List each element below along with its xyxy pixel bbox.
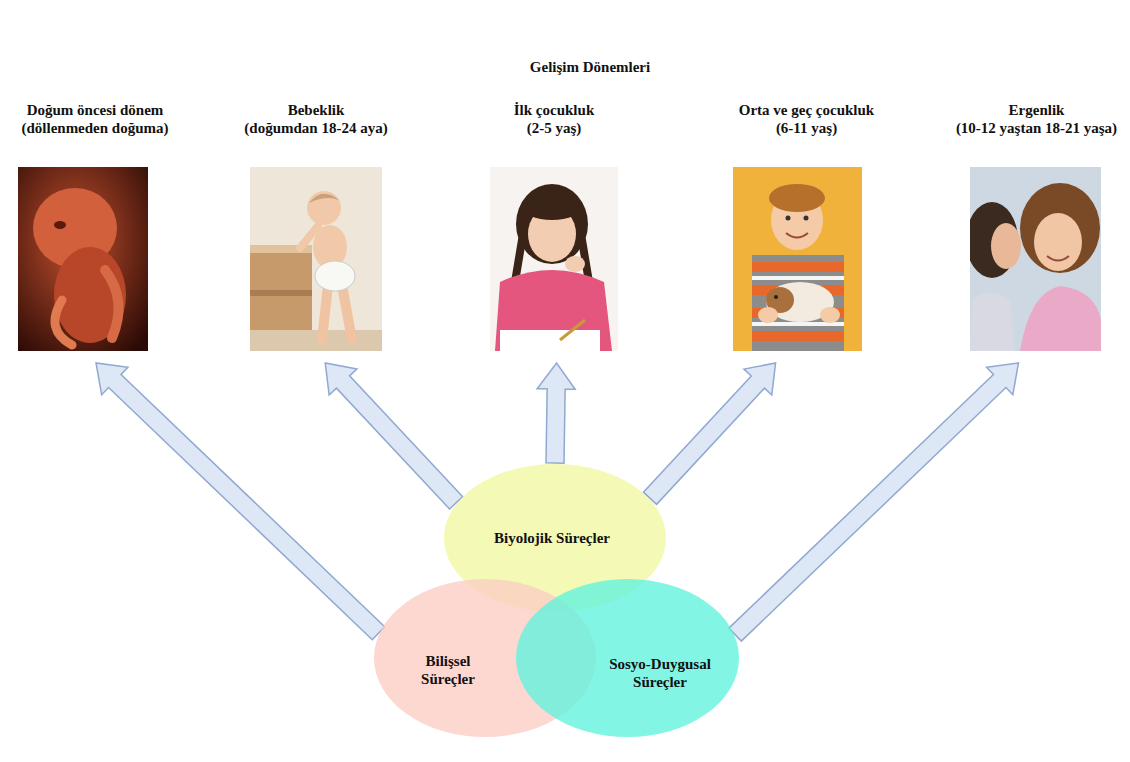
photo-part (565, 256, 585, 272)
period-photo-box: Bebeklik(doğumdan 18-24 aya) (250, 167, 382, 351)
photo-part (18, 167, 148, 351)
photo-part (804, 216, 809, 221)
photo-part (752, 276, 844, 280)
diagram-title: Gelişim Dönemleri (530, 58, 650, 76)
photo-part (991, 223, 1021, 269)
photo-part (1047, 256, 1069, 261)
age-range: (doğumdan 18-24 aya) (244, 119, 387, 137)
block-arrow (729, 363, 1019, 641)
photo-part (54, 221, 66, 229)
photo-part (733, 167, 862, 351)
photo-part (769, 184, 825, 212)
boy-photo (733, 167, 862, 351)
period-heading-block: Bebeklik(doğumdan 18-24 aya) (244, 101, 387, 137)
photo-part (54, 247, 126, 343)
age-range: (döllenmeden doğuma) (21, 119, 168, 137)
photo-part (250, 167, 382, 351)
photo-part (752, 262, 844, 272)
photo-part (55, 300, 72, 345)
period-heading: Orta ve geç çocukluk (739, 101, 874, 119)
ellipse-label: Sosyo-Duygusal Süreçler (595, 655, 725, 691)
photo-part (774, 295, 778, 299)
period-photo-box: Orta ve geç çocukluk(6-11 yaş) (733, 167, 862, 351)
photo-part (322, 285, 328, 340)
photo-part (250, 290, 312, 296)
photo-part (970, 293, 1015, 352)
baby-photo (250, 167, 382, 351)
girl-photo (490, 167, 618, 351)
process-label: Bilişsel Süreçler (403, 652, 493, 688)
photo-part (758, 307, 778, 323)
process-label: Sosyo-Duygusal Süreçler (595, 655, 725, 691)
ellipse-shape (516, 579, 739, 737)
photo-part (105, 270, 119, 338)
block-arrow (537, 363, 575, 463)
photo-part (1034, 213, 1082, 271)
period-photo-box: Doğum öncesi dönem(döllenmeden doğuma) (18, 167, 148, 351)
photo-part (1020, 183, 1100, 273)
age-range: (2-5 yaş) (514, 119, 594, 137)
period-photo-box: İlk çocukluk(2-5 yaş) (490, 167, 618, 351)
photo-part (495, 270, 612, 351)
photo-part (786, 216, 791, 221)
photo-part (309, 194, 339, 203)
age-range: (10-12 yaştan 18-21 yaşa) (956, 119, 1117, 137)
photo-part (752, 331, 844, 341)
process-ellipse: Sosyo-Duygusal Süreçler (515, 578, 740, 738)
period-heading-block: Doğum öncesi dönem(döllenmeden doğuma) (21, 101, 168, 137)
period-heading: Ergenlik (956, 101, 1117, 119)
photo-part (560, 320, 585, 340)
photo-part (752, 255, 844, 351)
photo-part (500, 330, 600, 351)
photo-part (490, 167, 618, 351)
photo-part (342, 285, 352, 340)
process-label: Biyolojik Süreçler (452, 529, 652, 547)
teens-photo (970, 167, 1101, 351)
period-heading: İlk çocukluk (514, 101, 594, 119)
period-heading: Doğum öncesi dönem (21, 101, 168, 119)
ellipse-label: Biyolojik Süreçler (452, 529, 652, 547)
period-heading-block: Ergenlik(10-12 yaştan 18-21 yaşa) (956, 101, 1117, 137)
period-heading-block: Orta ve geç çocukluk(6-11 yaş) (739, 101, 874, 137)
photo-part (250, 330, 382, 351)
photo-part (786, 233, 808, 238)
age-range: (6-11 yaş) (739, 119, 874, 137)
period-heading-block: İlk çocukluk(2-5 yaş) (514, 101, 594, 137)
photo-part (522, 194, 582, 220)
photo-part (307, 191, 341, 225)
fetus-photo (18, 167, 148, 351)
period-photo-box: Ergenlik(10-12 yaştan 18-21 yaşa) (970, 167, 1101, 351)
photo-part (516, 184, 588, 264)
photo-part (820, 307, 840, 323)
period-heading: Bebeklik (244, 101, 387, 119)
block-arrow (643, 363, 775, 504)
photo-part (1020, 286, 1101, 351)
ellipse-label: Bilişsel Süreçler (403, 652, 493, 688)
block-arrow (96, 363, 385, 640)
photo-part (315, 261, 355, 291)
block-arrow (325, 363, 462, 509)
